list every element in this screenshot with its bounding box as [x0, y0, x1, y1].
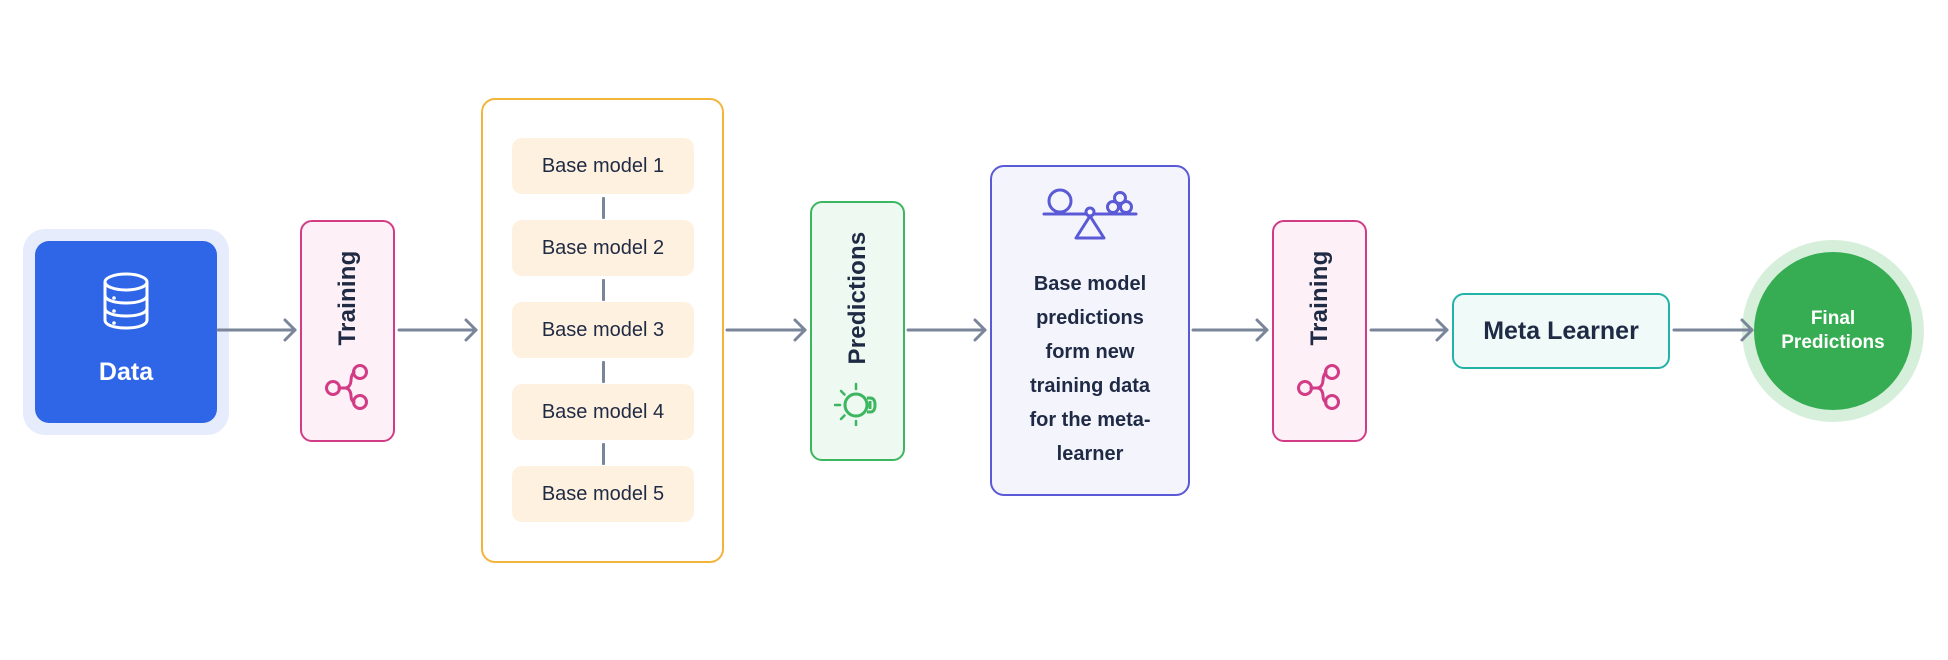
final-predictions-node: Final Predictions [1754, 252, 1912, 410]
arrow-data-to-training [216, 318, 297, 342]
balance-scale-icon [1042, 188, 1138, 240]
branch-icon [325, 364, 368, 410]
meta-learner-label: Meta Learner [1483, 316, 1639, 345]
base-model-5: Base model 5 [512, 466, 694, 522]
connector-line [602, 279, 605, 301]
lightbulb-icon [834, 382, 877, 426]
arrow-meta-data-to-training [1191, 318, 1269, 342]
connector-line [602, 361, 605, 383]
base-model-1: Base model 1 [512, 138, 694, 194]
arrow-meta-learner-to-final [1672, 318, 1754, 342]
final-label-line-1: Final [1810, 308, 1856, 329]
training-box-1 [300, 220, 395, 442]
base-model-2: Base model 2 [512, 220, 694, 276]
data-label: Data [98, 358, 154, 386]
final-label-line-2: Predictions [1781, 332, 1885, 353]
predictions-box [810, 201, 905, 461]
branch-icon [1297, 364, 1340, 410]
arrow-training-to-base-models [397, 318, 478, 342]
meta-data-line-1: Base model [1033, 273, 1147, 295]
meta-data-line-4: training data [1029, 375, 1150, 397]
data-node [35, 241, 217, 423]
meta-learner-box: Meta Learner [1452, 293, 1670, 369]
base-model-4: Base model 4 [512, 384, 694, 440]
arrow-base-models-to-predictions [725, 318, 807, 342]
arrow-predictions-to-meta-data [906, 318, 987, 342]
meta-data-text: Base model predictions form new training… [990, 267, 1190, 471]
connector-line [602, 197, 605, 219]
base-model-3: Base model 3 [512, 302, 694, 358]
meta-data-line-5: for the meta- [1029, 409, 1151, 431]
meta-data-line-2: predictions [1036, 307, 1144, 329]
meta-training-data-box [990, 165, 1190, 496]
meta-data-line-3: form new [1045, 341, 1135, 363]
database-icon [103, 272, 149, 330]
connector-line [602, 443, 605, 465]
arrow-training-to-meta-learner [1369, 318, 1449, 342]
training-box-2 [1272, 220, 1367, 442]
meta-data-line-6: learner [1056, 443, 1124, 465]
